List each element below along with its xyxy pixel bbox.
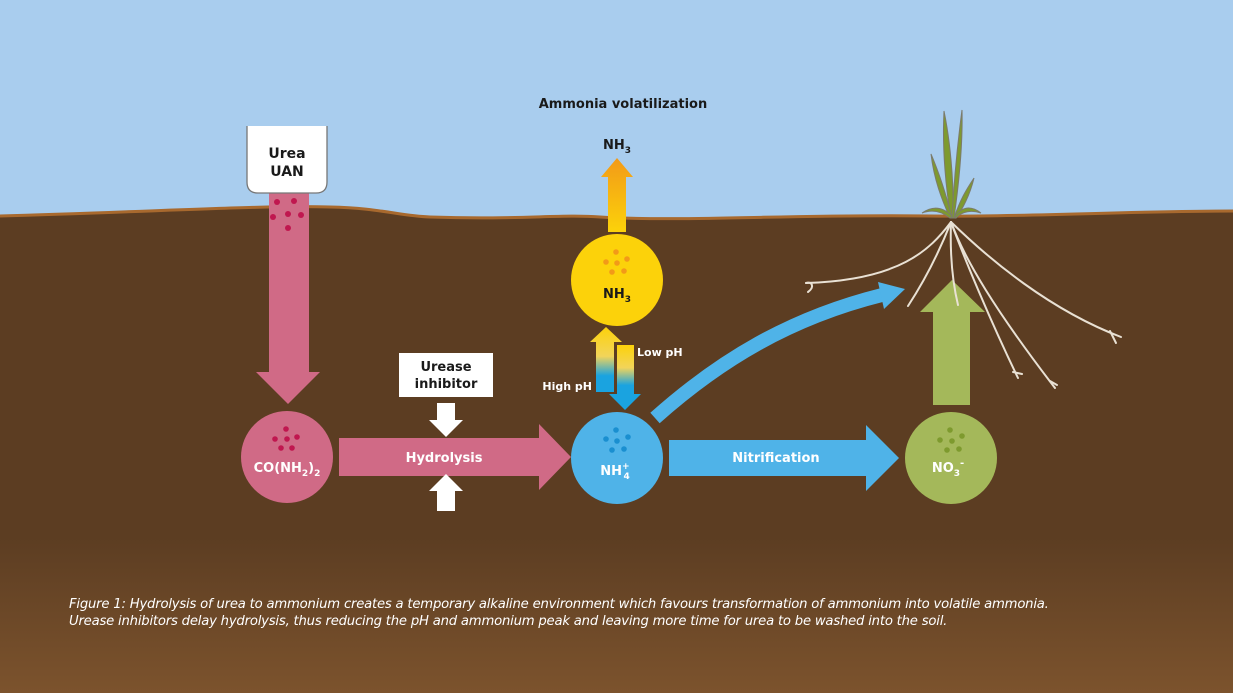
- urea-molecule-icon: [272, 426, 300, 451]
- ammonium-node: NH+4: [571, 412, 663, 504]
- low-ph-arrow: [609, 345, 641, 410]
- fertilizer-label-urea: Urea: [268, 146, 305, 162]
- figure-caption: Figure 1: Hydrolysis of urea to ammonium…: [69, 596, 1189, 630]
- plant-roots: [805, 221, 1122, 389]
- urease-inhibitor-box: [399, 353, 493, 397]
- hydrolysis-arrow: Hydrolysis: [339, 424, 571, 490]
- caption-line-2: Urease inhibitors delay hydrolysis, thus…: [69, 614, 948, 629]
- plant-icon: [921, 109, 982, 219]
- urease-inhibitor: Urease inhibitor: [399, 353, 493, 511]
- nitrate-molecule-icon: [937, 427, 965, 453]
- nitrate-node: NO3-: [905, 412, 997, 504]
- urea-particles-icon: [270, 198, 304, 231]
- ammonia-molecule-icon: [603, 249, 630, 275]
- inhibitor-arrow-down-icon: [429, 403, 463, 437]
- nitrate-formula: NO3-: [932, 458, 964, 479]
- ammonium-formula: NH+4: [600, 462, 630, 482]
- nitrification-arrow: Nitrification: [669, 425, 899, 491]
- urea-feed-arrow: [256, 190, 320, 404]
- high-ph-label: High pH: [542, 380, 592, 393]
- ammonia-node-formula: NH3: [603, 287, 631, 305]
- ammonium-molecule-icon: [603, 427, 631, 453]
- fertilizer-label-uan: UAN: [270, 164, 304, 180]
- urea-node: CO(NH2)2: [241, 411, 333, 503]
- caption-line-1: Figure 1: Hydrolysis of urea to ammonium…: [69, 597, 1049, 612]
- urease-inhibitor-label-2: inhibitor: [415, 377, 478, 392]
- hydrolysis-label: Hydrolysis: [406, 451, 483, 466]
- nh3-gas-label: NH3: [603, 138, 631, 156]
- ammonia-volatilization-title: Ammonia volatilization: [539, 97, 708, 112]
- ammonium-uptake-arrow: [650, 282, 905, 424]
- nitrification-label: Nitrification: [732, 451, 819, 466]
- low-ph-label: Low pH: [637, 346, 683, 359]
- high-ph-arrow: [590, 327, 622, 392]
- urease-inhibitor-label-1: Urease: [420, 360, 471, 375]
- nitrate-uptake-arrow: [920, 280, 985, 405]
- inhibitor-arrow-up-icon: [429, 474, 463, 511]
- volatilization-arrow: [601, 158, 633, 232]
- fertilizer-container: Urea UAN: [246, 126, 328, 194]
- urea-formula: CO(NH2)2: [254, 461, 321, 479]
- ground-surface-line: [0, 205, 1233, 221]
- ammonia-node: NH3: [571, 234, 663, 326]
